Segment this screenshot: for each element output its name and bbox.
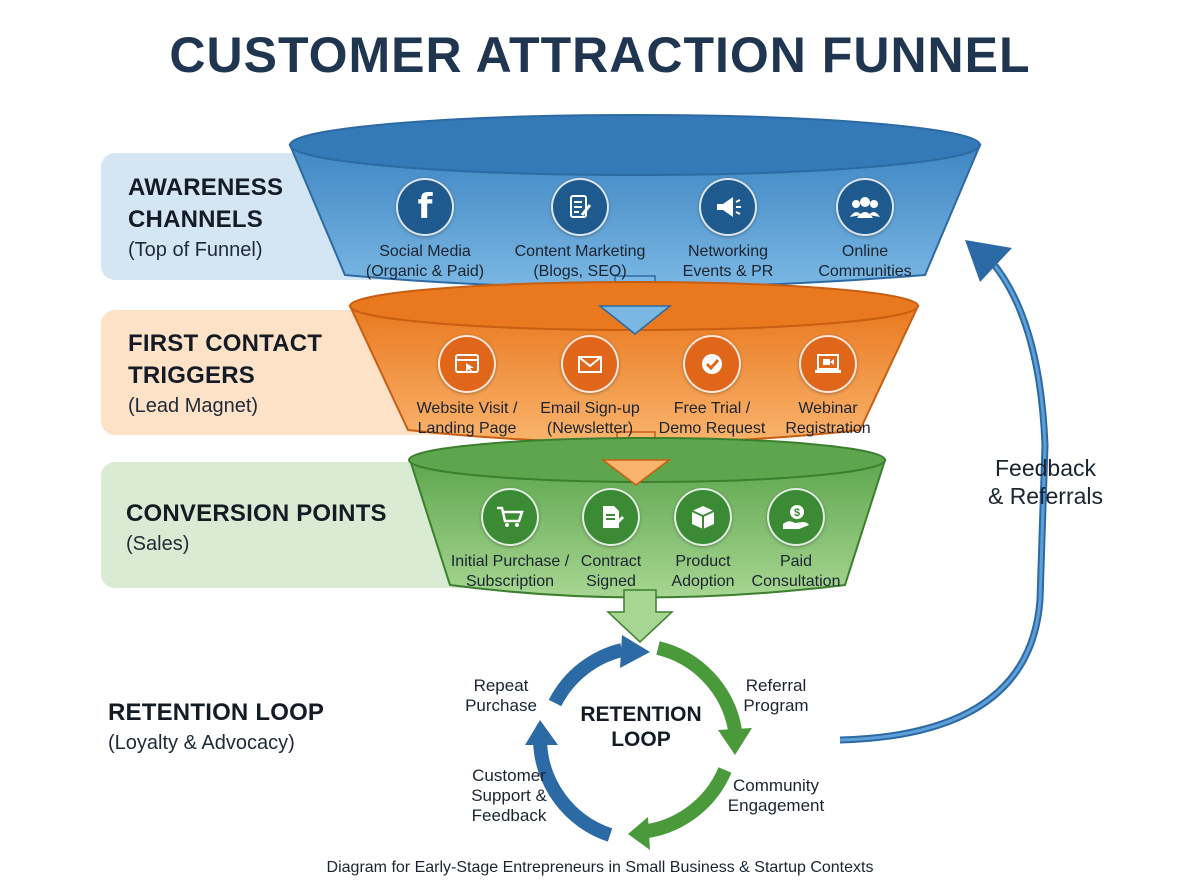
first-contact-title-line1: FIRST CONTACT [128,330,323,357]
feedback-arrowhead [965,240,1012,282]
conversion-item-initial-purchase: Initial Purchase / Subscription [440,488,580,592]
awareness-item-online-communities: Online Communities [795,178,935,282]
awareness-label: AWARENESS CHANNELS (Top of Funnel) [128,172,283,264]
first-contact-subtitle: (Lead Magnet) [128,395,259,417]
megaphone-icon [699,178,757,236]
page-title: CUSTOMER ATTRACTION FUNNEL [169,27,1031,83]
shopping-cart-icon [481,488,539,546]
document-edit-icon [551,178,609,236]
retention-subtitle: (Loyalty & Advocacy) [108,732,295,754]
referral-program-label: Referral Program [743,676,809,715]
conversion-label: CONVERSION POINTS (Sales) [126,498,387,558]
contact-item-webinar: Webinar Registration [770,335,886,439]
loop-arrowhead-top [620,635,650,668]
svg-text:$: $ [794,507,800,519]
footer-caption: Diagram for Early-Stage Entrepreneurs in… [326,859,874,876]
awareness-item-content-marketing: Content Marketing (Blogs, SEO) [500,178,660,282]
arrow-contact-to-conversion-tip [600,459,672,486]
awareness-item-networking: Networking Events & PR [658,178,798,282]
arrow-awareness-to-contact-tip [597,305,673,335]
retention-label: RETENTION LOOP (Loyalty & Advocacy) [108,697,324,757]
conversion-subtitle: (Sales) [126,533,190,555]
community-engagement-label: Community Engagement [727,776,825,815]
contact-item-email-signup: Email Sign-up (Newsletter) [525,335,655,439]
hand-coin-icon: $ [767,488,825,546]
awareness-subtitle: (Top of Funnel) [128,239,263,261]
conversion-item-product-adoption: Product Adoption [660,488,746,592]
facebook-icon: f [396,178,454,236]
people-group-icon [836,178,894,236]
retention-title: RETENTION LOOP [108,699,325,726]
arrow-conversion-to-loop [606,589,674,644]
awareness-item-social-media: f Social Media (Organic & Paid) [355,178,495,282]
retention-loop-center: RETENTION LOOP [580,703,702,751]
contract-sign-icon [582,488,640,546]
contact-item-website-visit: Website Visit / Landing Page [400,335,534,439]
feedback-referrals-arrow-outline [839,261,1047,742]
laptop-video-icon [799,335,857,393]
envelope-icon [561,335,619,393]
contact-item-free-trial: Free Trial / Demo Request [645,335,779,439]
customer-support-label: Customer Support & Feedback [471,766,547,825]
awareness-funnel-rim [289,114,981,176]
first-contact-label: FIRST CONTACT TRIGGERS (Lead Magnet) [128,328,322,420]
package-box-icon [674,488,732,546]
loop-arrowhead-bottom [628,817,650,850]
conversion-title: CONVERSION POINTS [126,500,387,527]
loop-arrowhead-right [718,728,752,755]
conversion-item-contract-signed: Contract Signed [568,488,654,592]
browser-cursor-icon [438,335,496,393]
loop-arrowhead-left [525,720,558,745]
awareness-title-line2: CHANNELS [128,206,263,233]
repeat-purchase-label: Repeat Purchase [465,676,537,715]
feedback-referrals-label: Feedback & Referrals [987,455,1104,509]
awareness-title-line1: AWARENESS [128,174,284,201]
retention-loop-arrows [533,641,742,842]
first-contact-title-line2: TRIGGERS [128,362,255,389]
conversion-item-paid-consultation: $ Paid Consultation [745,488,847,592]
check-badge-icon [683,335,741,393]
